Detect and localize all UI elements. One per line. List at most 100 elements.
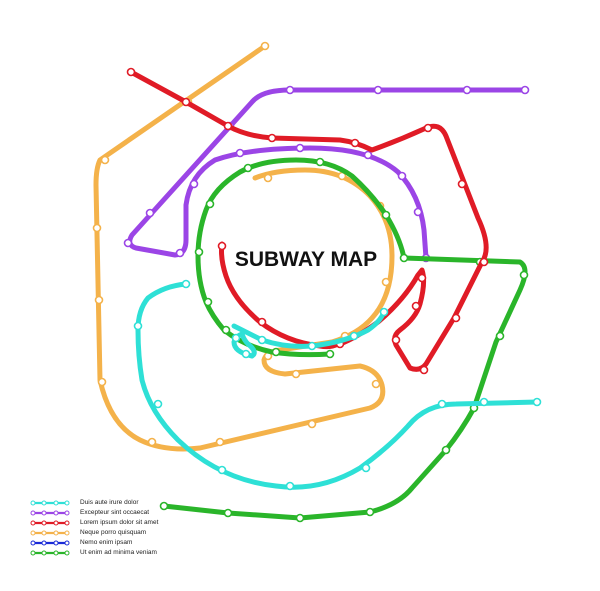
station[interactable] xyxy=(123,238,133,248)
station[interactable] xyxy=(479,257,489,267)
station[interactable] xyxy=(223,121,233,131)
station[interactable] xyxy=(315,157,325,167)
station[interactable] xyxy=(381,277,391,287)
station[interactable] xyxy=(437,399,447,409)
station[interactable] xyxy=(241,349,251,359)
station[interactable] xyxy=(221,325,231,335)
legend-swatch-cyan xyxy=(30,500,70,506)
station[interactable] xyxy=(235,148,245,158)
station[interactable] xyxy=(519,270,529,280)
station[interactable] xyxy=(257,317,267,327)
station[interactable] xyxy=(350,138,360,148)
legend-item-green: Ut enim ad minima veniam xyxy=(30,548,250,558)
legend-item-blue: Nemo enim ipsam xyxy=(30,538,250,548)
station[interactable] xyxy=(223,508,233,518)
station[interactable] xyxy=(349,331,359,341)
legend-swatch-red xyxy=(30,520,70,526)
station[interactable] xyxy=(391,335,401,345)
station[interactable] xyxy=(462,85,472,95)
station[interactable] xyxy=(532,397,542,407)
station[interactable] xyxy=(267,133,277,143)
stations-orange xyxy=(92,41,391,447)
station[interactable] xyxy=(147,437,157,447)
station[interactable] xyxy=(363,150,373,160)
legend-label: Lorem ipsum dolor sit amet xyxy=(80,519,159,526)
station[interactable] xyxy=(100,155,110,165)
station[interactable] xyxy=(205,199,215,209)
station[interactable] xyxy=(271,347,281,357)
station[interactable] xyxy=(291,369,301,379)
line-orange xyxy=(92,41,395,452)
station[interactable] xyxy=(417,273,427,283)
station[interactable] xyxy=(479,397,489,407)
station[interactable] xyxy=(295,143,305,153)
station[interactable] xyxy=(194,247,204,257)
route-red xyxy=(128,69,489,372)
stations-purple xyxy=(123,85,530,263)
legend-item-purple: Excepteur sint occaecat xyxy=(30,508,250,518)
station[interactable] xyxy=(457,179,467,189)
legend-swatch-purple xyxy=(30,510,70,516)
station[interactable] xyxy=(133,321,143,331)
station[interactable] xyxy=(371,379,381,389)
station[interactable] xyxy=(126,67,136,77)
station[interactable] xyxy=(307,341,317,351)
station[interactable] xyxy=(423,123,433,133)
station[interactable] xyxy=(379,307,389,317)
legend-item-red: Lorem ipsum dolor sit amet xyxy=(30,518,250,528)
legend-swatch-blue xyxy=(30,540,70,546)
legend-label: Excepteur sint occaecat xyxy=(80,509,150,516)
line-cyan xyxy=(133,279,542,491)
station[interactable] xyxy=(451,313,461,323)
legend-label: Duis aute irure dolor xyxy=(80,499,139,506)
station[interactable] xyxy=(181,279,191,289)
station[interactable] xyxy=(97,377,107,387)
station[interactable] xyxy=(215,437,225,447)
station[interactable] xyxy=(257,335,267,345)
station[interactable] xyxy=(399,253,409,263)
station[interactable] xyxy=(92,223,102,233)
stations-cyan xyxy=(133,279,542,491)
station[interactable] xyxy=(263,173,273,183)
route-cyan xyxy=(135,281,540,490)
station[interactable] xyxy=(441,445,451,455)
station[interactable] xyxy=(260,41,270,51)
legend-item-cyan: Duis aute irure dolor xyxy=(30,498,250,508)
station[interactable] xyxy=(189,179,199,189)
station[interactable] xyxy=(145,208,155,218)
stations-red xyxy=(126,67,489,375)
station[interactable] xyxy=(175,248,185,258)
route-purple xyxy=(127,87,528,261)
station[interactable] xyxy=(495,331,505,341)
station[interactable] xyxy=(295,513,305,523)
station[interactable] xyxy=(285,481,295,491)
legend-swatch-orange xyxy=(30,530,70,536)
line-purple xyxy=(123,85,530,263)
station[interactable] xyxy=(397,171,407,181)
legend: Duis aute irure dolor Excepteur sint occ… xyxy=(30,498,250,558)
station[interactable] xyxy=(181,97,191,107)
station[interactable] xyxy=(411,301,421,311)
station[interactable] xyxy=(243,163,253,173)
station[interactable] xyxy=(153,399,163,409)
legend-label: Neque porro quisquam xyxy=(80,529,147,536)
station[interactable] xyxy=(419,365,429,375)
legend-swatch-green xyxy=(30,550,70,556)
station[interactable] xyxy=(365,507,375,517)
station[interactable] xyxy=(217,465,227,475)
station[interactable] xyxy=(307,419,317,429)
station[interactable] xyxy=(381,210,391,220)
station[interactable] xyxy=(203,297,213,307)
station[interactable] xyxy=(413,207,423,217)
station[interactable] xyxy=(325,349,335,359)
legend-item-orange: Neque porro quisquam xyxy=(30,528,250,538)
station[interactable] xyxy=(520,85,530,95)
station[interactable] xyxy=(285,85,295,95)
station[interactable] xyxy=(159,501,169,511)
station[interactable] xyxy=(231,333,241,343)
station[interactable] xyxy=(94,295,104,305)
station[interactable] xyxy=(361,463,371,473)
station[interactable] xyxy=(217,241,227,251)
station[interactable] xyxy=(373,85,383,95)
